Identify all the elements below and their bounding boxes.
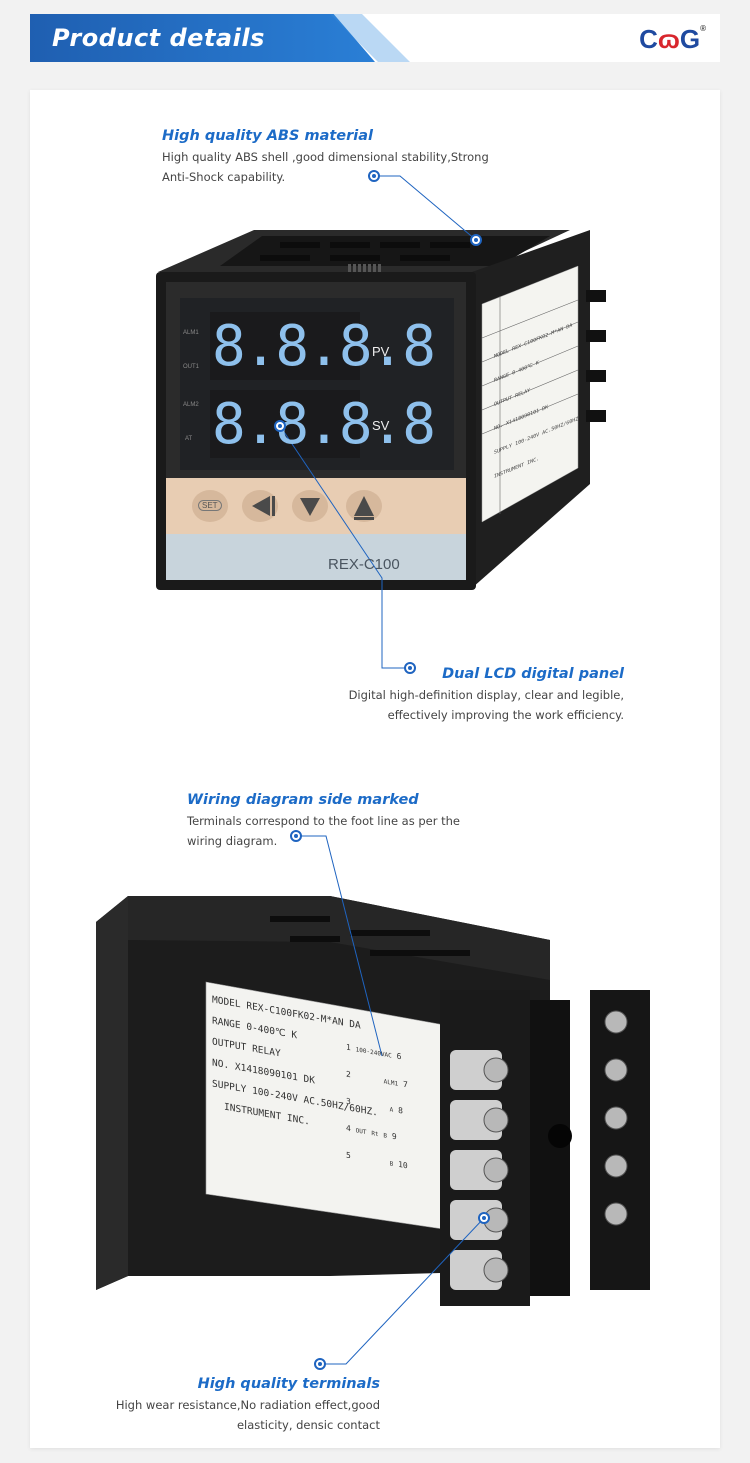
wiring-terminals: 1 100-240VAC 6 2 ALM1 7 3 A 8 4 OUT Rt B… [346, 1042, 408, 1171]
header-banner [30, 14, 375, 62]
callout-dot-abs-target [470, 234, 482, 246]
sv-label: SV [372, 418, 390, 433]
callout-dot-wiring [290, 830, 302, 842]
indicator-alm2: ALM2 [183, 402, 199, 408]
page-title: Product details [52, 24, 265, 52]
indicator-out1: OUT1 [183, 364, 200, 370]
feature-desc-lcd: Digital high-definition display, clear a… [348, 688, 624, 722]
feature-title-abs: High quality ABS material [162, 128, 374, 144]
feature-desc-wiring: Terminals correspond to the foot line as… [187, 814, 461, 848]
product-card: High quality ABS material High quality A… [30, 90, 720, 1448]
product-illustrations [96, 175, 650, 1365]
callout-dot-terminals-target [478, 1212, 490, 1224]
page-header: Product details CɷG® [30, 14, 720, 62]
callout-dot-terminals [314, 1358, 326, 1370]
callout-dot-lcd-target [274, 420, 286, 432]
feature-desc-abs: High quality ABS shell ,good dimensional… [162, 150, 489, 184]
indicator-at: AT [185, 436, 193, 442]
feature-title-lcd: Dual LCD digital panel [442, 666, 624, 682]
callout-dot-abs [368, 170, 380, 182]
front-device-image [156, 230, 606, 590]
callout-lines [279, 175, 485, 1365]
brand-logo: CɷG® [639, 24, 706, 54]
feature-title-wiring: Wiring diagram side marked [187, 792, 419, 808]
feature-desc-terminals: High wear resistance,No radiation effect… [115, 1398, 380, 1432]
sv-display: 8.8.8.8 [212, 392, 436, 457]
callout-dot-lcd [404, 662, 416, 674]
model-name: REX-C100 [328, 556, 400, 573]
set-button: SET [198, 500, 222, 511]
indicator-alm1: ALM1 [183, 330, 199, 336]
side-device-image [96, 896, 650, 1306]
pv-display: 8.8.8.8 [212, 314, 436, 379]
pv-label: PV [372, 344, 390, 359]
feature-title-terminals: High quality terminals [197, 1376, 380, 1392]
